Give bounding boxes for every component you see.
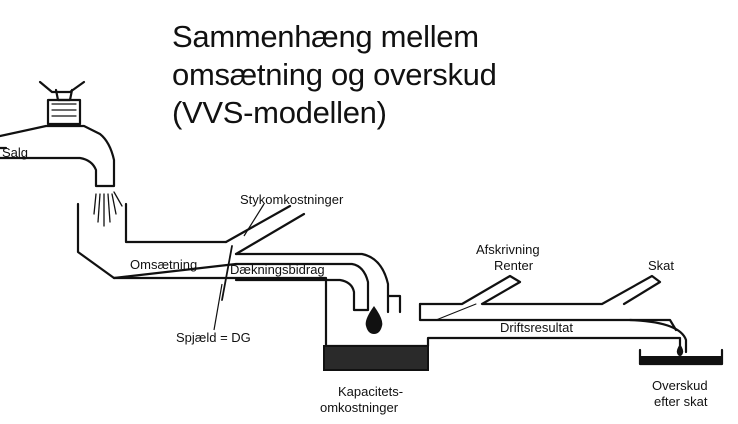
damper [221,245,233,301]
label-omsaetning: Omsætning [130,257,197,272]
label-overskud-line1: Overskud [652,378,708,393]
daekningsbidrag-pipe [112,262,370,312]
water-drop-icon [676,344,684,356]
label-daekningsbidrag: Dækningsbidrag [230,262,325,277]
label-kapacitets-line2: omkostninger [320,400,399,415]
label-kapacitets-line1: Kapacitets- [338,384,403,399]
diagram-title: Sammenhæng mellem omsætning og overskud … [172,18,497,132]
label-stykomkostninger: Stykomkostninger [240,192,344,207]
title-line-3: (VVS-modellen) [172,95,387,130]
stykomkostninger-outlet [224,204,306,256]
label-salg: Salg [2,145,28,160]
label-overskud-line2: efter skat [654,394,708,409]
title-line-2: omsætning og overskud [172,57,497,92]
driftsresultat-pipe [418,302,688,354]
water-drop-icon [365,306,383,334]
overskud-water [641,356,721,363]
label-afskrivning: Afskrivning [476,242,540,257]
label-spjaeld: Spjæld = DG [176,330,251,345]
title-line-1: Sammenhæng mellem [172,19,479,54]
label-driftsresultat: Driftsresultat [500,320,573,335]
water-stream [93,191,123,227]
label-renter: Renter [494,258,534,273]
overskud-container [638,348,724,366]
water-tap-icon [0,80,116,188]
kapacitet-tank [323,345,429,371]
label-skat: Skat [648,258,674,273]
